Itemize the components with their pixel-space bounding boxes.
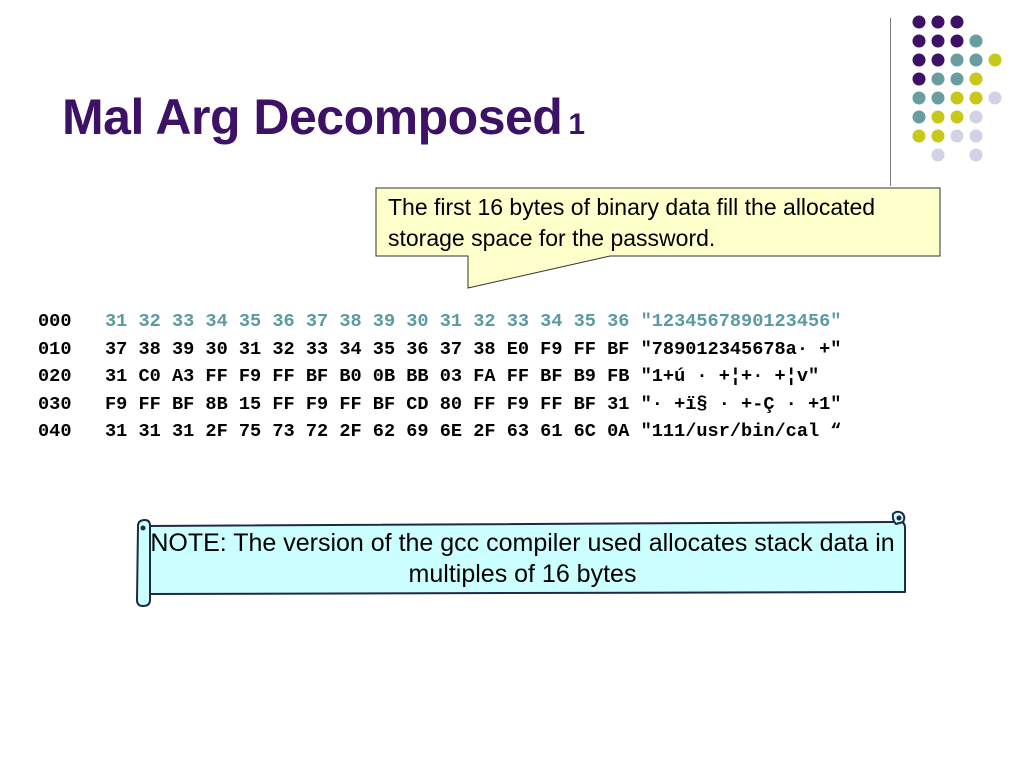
hex-ascii: "789012345678a· +" (640, 338, 842, 360)
slide-title-text: Mal Arg Decomposed (62, 89, 563, 145)
callout-text: The first 16 bytes of binary data fill t… (388, 194, 876, 251)
slide-title-number: 1 (568, 108, 585, 141)
hex-dump: 000 31 32 33 34 35 36 37 38 39 30 31 32 3… (38, 308, 841, 446)
hex-bytes: 31 32 33 34 35 36 37 38 39 30 31 32 33 3… (105, 311, 630, 332)
hex-row: 030 F9 FF BF 8B 15 FF F9 FF BF CD 80 FF F… (38, 391, 841, 419)
callout-box (375, 187, 941, 289)
hex-bytes: 31 31 31 2F 75 73 72 2F 62 69 6E 2F 63 6… (105, 421, 630, 442)
hex-offset: 010 (38, 338, 72, 360)
hex-bytes: 37 38 39 30 31 32 33 34 35 36 37 38 E0 F… (105, 338, 630, 360)
hex-offset: 030 (38, 393, 72, 415)
hex-row: 010 37 38 39 30 31 32 33 34 35 36 37 38 E… (38, 336, 841, 364)
hex-row: 000 31 32 33 34 35 36 37 38 39 30 31 32 3… (38, 308, 841, 336)
hex-ascii: "1+ú · +¦+· +¦v" (640, 366, 820, 387)
hex-ascii: "1234567890123456" (640, 311, 842, 332)
hex-ascii: "111/usr/bin/cal “ (640, 421, 842, 442)
hex-row: 020 31 C0 A3 FF F9 FF BF B0 0B BB 03 FA F… (38, 363, 841, 391)
hex-offset: 040 (38, 421, 72, 442)
callout-shape (375, 187, 941, 289)
hex-ascii: "· +ï§ · +-Ç · +1" (640, 393, 842, 415)
hex-bytes: F9 FF BF 8B 15 FF F9 FF BF CD 80 FF F9 F… (105, 393, 630, 415)
hex-bytes: 31 C0 A3 FF F9 FF BF B0 0B BB 03 FA FF B… (105, 366, 630, 387)
hex-offset: 000 (38, 311, 72, 332)
hex-row: 040 31 31 31 2F 75 73 72 2F 62 69 6E 2F 6… (38, 418, 841, 446)
title-divider-line (890, 18, 891, 186)
hex-offset: 020 (38, 366, 72, 387)
note-text: NOTE: The version of the gcc compiler us… (150, 529, 895, 588)
